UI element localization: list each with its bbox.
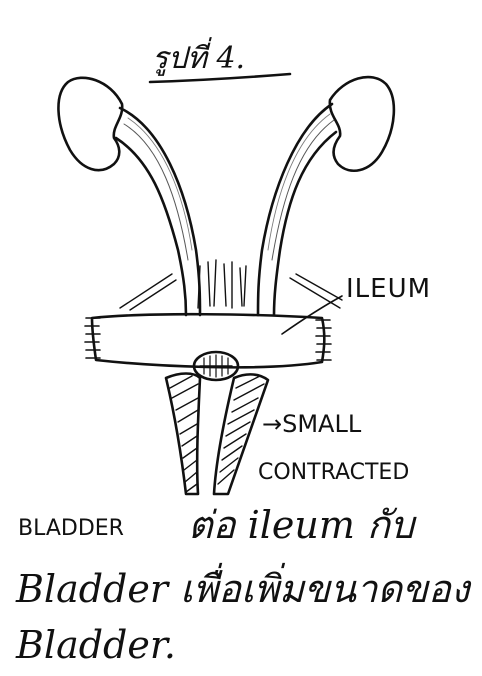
caption-line1-thai: ต่อ ileum กับ: [188, 506, 414, 544]
caption-line3: Bladder.: [16, 626, 176, 664]
left-kidney-icon: [58, 78, 122, 170]
anastomosis-ring: [194, 352, 238, 380]
caption-line2: Bladder เพื่อเพิ่มขนาดของ: [16, 570, 469, 608]
ileum-segment: [92, 314, 324, 367]
ileum-leader-line: [282, 296, 342, 334]
contracted-label: CONTRACTED: [258, 462, 409, 484]
bladder-left-wall: [166, 374, 200, 495]
small-label: →SMALL: [262, 412, 361, 436]
ileum-label: ILEUM: [346, 276, 431, 302]
figure-title: รูปที่ 4.: [152, 44, 245, 74]
right-kidney-icon: [330, 77, 394, 171]
right-ureter: [258, 104, 336, 315]
caption-bladder-caps: BLADDER: [18, 518, 124, 540]
mesentery-hatching: [120, 260, 342, 310]
